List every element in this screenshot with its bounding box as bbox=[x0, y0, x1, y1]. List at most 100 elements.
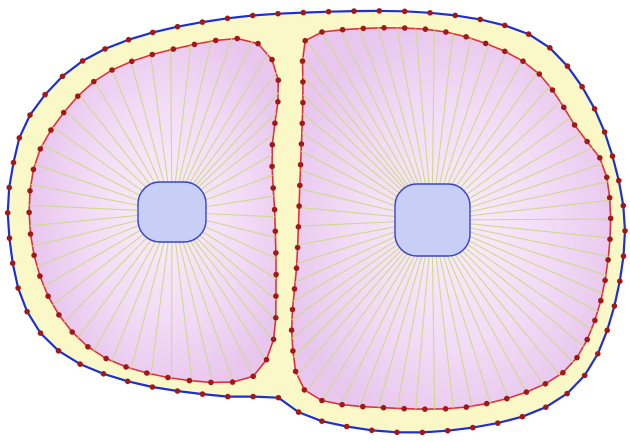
outer-node-dot bbox=[175, 24, 181, 30]
right-membrane-node-dot bbox=[463, 34, 469, 40]
outer-node-dot bbox=[543, 404, 549, 410]
outer-node-dot bbox=[60, 74, 66, 80]
outer-node-dot bbox=[377, 8, 383, 14]
left-membrane-node-dot bbox=[192, 42, 198, 48]
outer-node-dot bbox=[24, 309, 30, 315]
left-membrane-node-dot bbox=[129, 59, 135, 65]
left-membrane-node-dot bbox=[264, 357, 270, 363]
right-membrane-node-dot bbox=[464, 404, 470, 410]
outer-node-dot bbox=[326, 9, 332, 15]
right-membrane-node-dot bbox=[543, 381, 549, 387]
right-membrane-node-dot bbox=[561, 105, 567, 111]
left-membrane-node-dot bbox=[69, 329, 75, 335]
outer-node-dot bbox=[617, 278, 623, 284]
outer-node-dot bbox=[102, 46, 108, 52]
outer-node-dot bbox=[5, 210, 11, 216]
left-nucleus bbox=[138, 182, 206, 242]
outer-node-dot bbox=[602, 129, 608, 135]
left-membrane-node-dot bbox=[273, 250, 279, 256]
outer-node-dot bbox=[7, 235, 13, 241]
outer-node-dot bbox=[175, 388, 181, 394]
outer-node-dot bbox=[477, 17, 483, 23]
right-membrane-node-dot bbox=[295, 245, 301, 251]
left-membrane-node-dot bbox=[103, 356, 109, 362]
outer-node-dot bbox=[296, 409, 302, 415]
left-membrane-node-dot bbox=[56, 312, 62, 318]
right-membrane-node-dot bbox=[294, 265, 300, 271]
right-membrane-node-dot bbox=[360, 404, 366, 410]
right-membrane-node-dot bbox=[293, 369, 299, 375]
right-membrane-node-dot bbox=[524, 389, 530, 395]
left-membrane-node-dot bbox=[255, 41, 261, 47]
right-membrane-node-dot bbox=[604, 175, 610, 181]
left-membrane-node-dot bbox=[48, 127, 54, 133]
right-membrane-node-dot bbox=[289, 327, 295, 333]
right-membrane-node-dot bbox=[300, 79, 306, 85]
outer-node-dot bbox=[42, 92, 48, 98]
left-membrane-node-dot bbox=[37, 273, 43, 279]
outer-node-dot bbox=[604, 328, 610, 334]
outer-node-dot bbox=[101, 371, 107, 377]
right-membrane-node-dot bbox=[302, 387, 308, 393]
left-membrane-node-dot bbox=[31, 167, 37, 173]
outer-node-dot bbox=[622, 228, 628, 234]
right-membrane-node-dot bbox=[298, 162, 304, 168]
right-membrane-node-dot bbox=[483, 41, 489, 47]
left-membrane-node-dot bbox=[61, 110, 67, 116]
right-membrane-node-dot bbox=[598, 298, 604, 304]
right-membrane-node-dot bbox=[484, 401, 490, 407]
outer-node-dot bbox=[520, 414, 526, 420]
right-membrane-node-dot bbox=[299, 141, 305, 147]
outer-node-dot bbox=[17, 135, 23, 141]
left-membrane-node-dot bbox=[165, 375, 171, 381]
outer-node-dot bbox=[592, 106, 598, 112]
outer-node-dot bbox=[612, 303, 618, 309]
right-membrane-node-dot bbox=[572, 122, 578, 128]
outer-node-dot bbox=[344, 424, 350, 430]
outer-node-dot bbox=[301, 10, 307, 16]
outer-node-dot bbox=[125, 379, 131, 385]
outer-node-dot bbox=[452, 13, 458, 19]
outer-node-dot bbox=[15, 285, 21, 291]
right-membrane-node-dot bbox=[605, 257, 611, 263]
outer-node-dot bbox=[621, 253, 627, 259]
left-membrane-node-dot bbox=[234, 36, 240, 42]
outer-node-dot bbox=[526, 31, 532, 37]
left-membrane-node-dot bbox=[270, 185, 276, 191]
right-membrane-node-dot bbox=[608, 216, 614, 222]
left-membrane-node-dot bbox=[230, 379, 236, 385]
outer-node-dot bbox=[56, 348, 62, 354]
left-membrane-node-dot bbox=[171, 46, 177, 52]
outer-node-dot bbox=[250, 394, 256, 400]
outer-node-dot bbox=[150, 384, 156, 390]
right-membrane-node-dot bbox=[296, 203, 302, 209]
outer-node-dot bbox=[582, 373, 588, 379]
outer-node-dot bbox=[610, 153, 616, 159]
outer-node-dot bbox=[547, 45, 553, 51]
outer-node-dot bbox=[427, 10, 433, 16]
right-membrane-node-dot bbox=[296, 224, 302, 230]
outer-node-dot bbox=[616, 178, 622, 184]
left-membrane-node-dot bbox=[250, 374, 256, 380]
left-membrane-node-dot bbox=[27, 188, 33, 194]
left-membrane-node-dot bbox=[270, 142, 276, 148]
outer-node-dot bbox=[495, 420, 501, 426]
left-membrane-node-dot bbox=[208, 380, 214, 386]
right-nucleus bbox=[395, 184, 470, 256]
left-membrane-node-dot bbox=[109, 67, 115, 73]
right-membrane-node-dot bbox=[502, 49, 508, 55]
left-membrane-node-dot bbox=[38, 146, 44, 152]
outer-node-dot bbox=[77, 361, 83, 367]
outer-node-dot bbox=[502, 23, 508, 29]
outer-node-dot bbox=[579, 84, 585, 90]
left-membrane-node-dot bbox=[31, 253, 37, 259]
right-membrane-node-dot bbox=[339, 402, 345, 408]
outer-node-dot bbox=[126, 37, 132, 43]
right-membrane-node-dot bbox=[381, 405, 387, 411]
right-membrane-node-dot bbox=[319, 29, 325, 35]
left-membrane-node-dot bbox=[26, 210, 32, 216]
right-membrane-node-dot bbox=[299, 121, 305, 127]
outer-node-dot bbox=[225, 394, 231, 400]
right-membrane-node-dot bbox=[290, 348, 296, 354]
